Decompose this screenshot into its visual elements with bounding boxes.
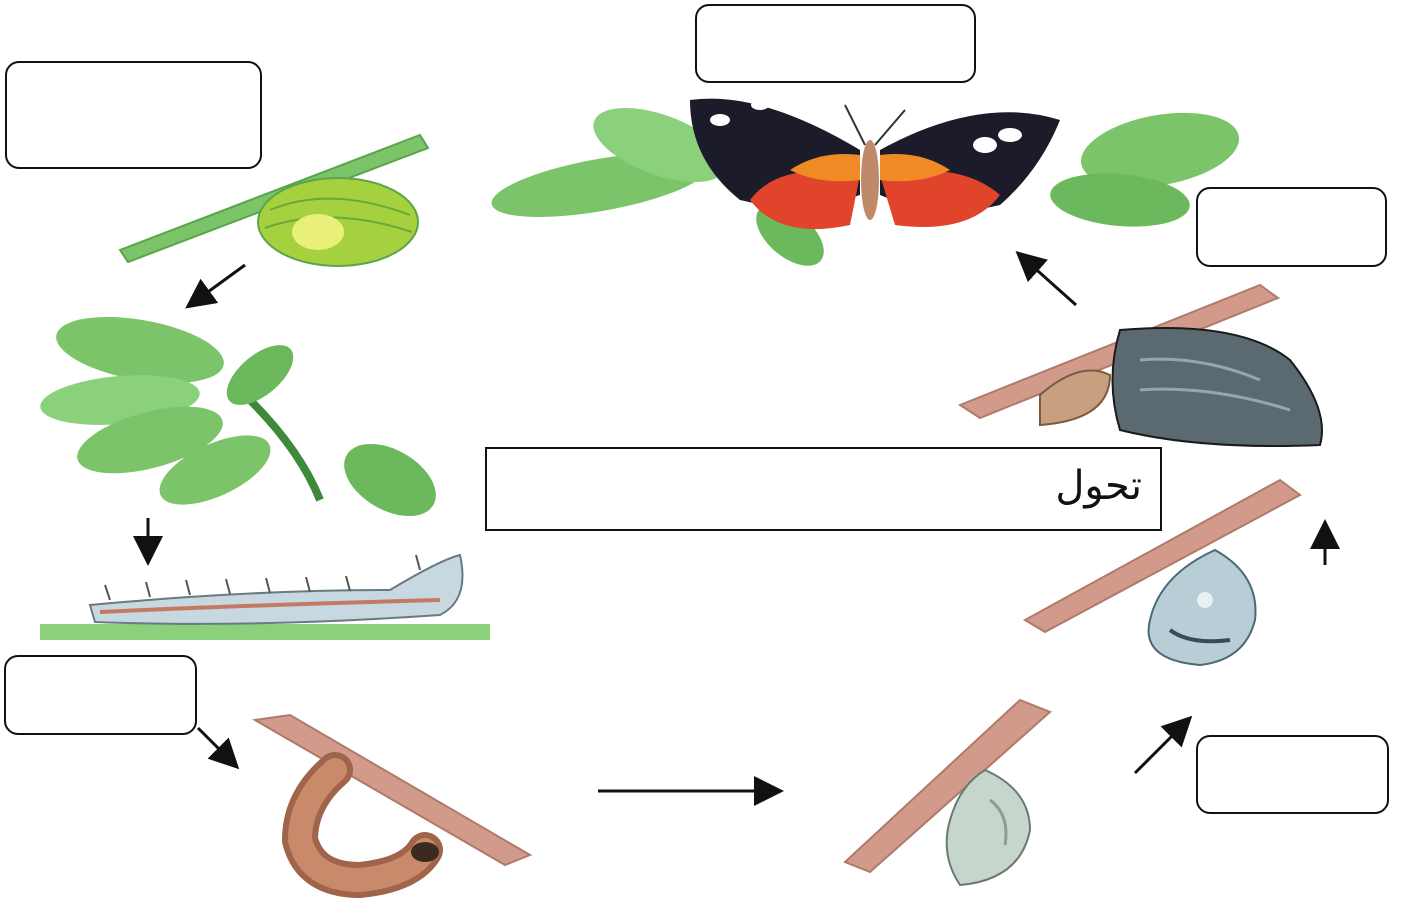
- arrow-to-butterfly: [1020, 255, 1076, 305]
- answer-box-chrysalis[interactable]: [1196, 735, 1389, 814]
- prepupa-illustration: [255, 715, 530, 880]
- arrow-caterpillar-to-prepupa: [198, 728, 235, 765]
- chrysalis-forming-illustration: [845, 700, 1050, 885]
- caterpillar-illustration: [40, 555, 490, 640]
- plant-illustration: [38, 306, 448, 531]
- butterfly-illustration: [487, 93, 1245, 278]
- arrow-chrysalis-up: [1135, 720, 1188, 773]
- answer-box-emerging[interactable]: [1196, 187, 1387, 267]
- answer-box-top[interactable]: [695, 4, 976, 83]
- emerging-adult-illustration: [960, 285, 1322, 446]
- title-box: تحول: [485, 447, 1162, 531]
- diagram-title: تحول: [1055, 463, 1142, 509]
- answer-box-caterpillar[interactable]: [4, 655, 197, 735]
- arrow-egg-to-plant: [190, 265, 245, 305]
- answer-box-egg[interactable]: [5, 61, 262, 169]
